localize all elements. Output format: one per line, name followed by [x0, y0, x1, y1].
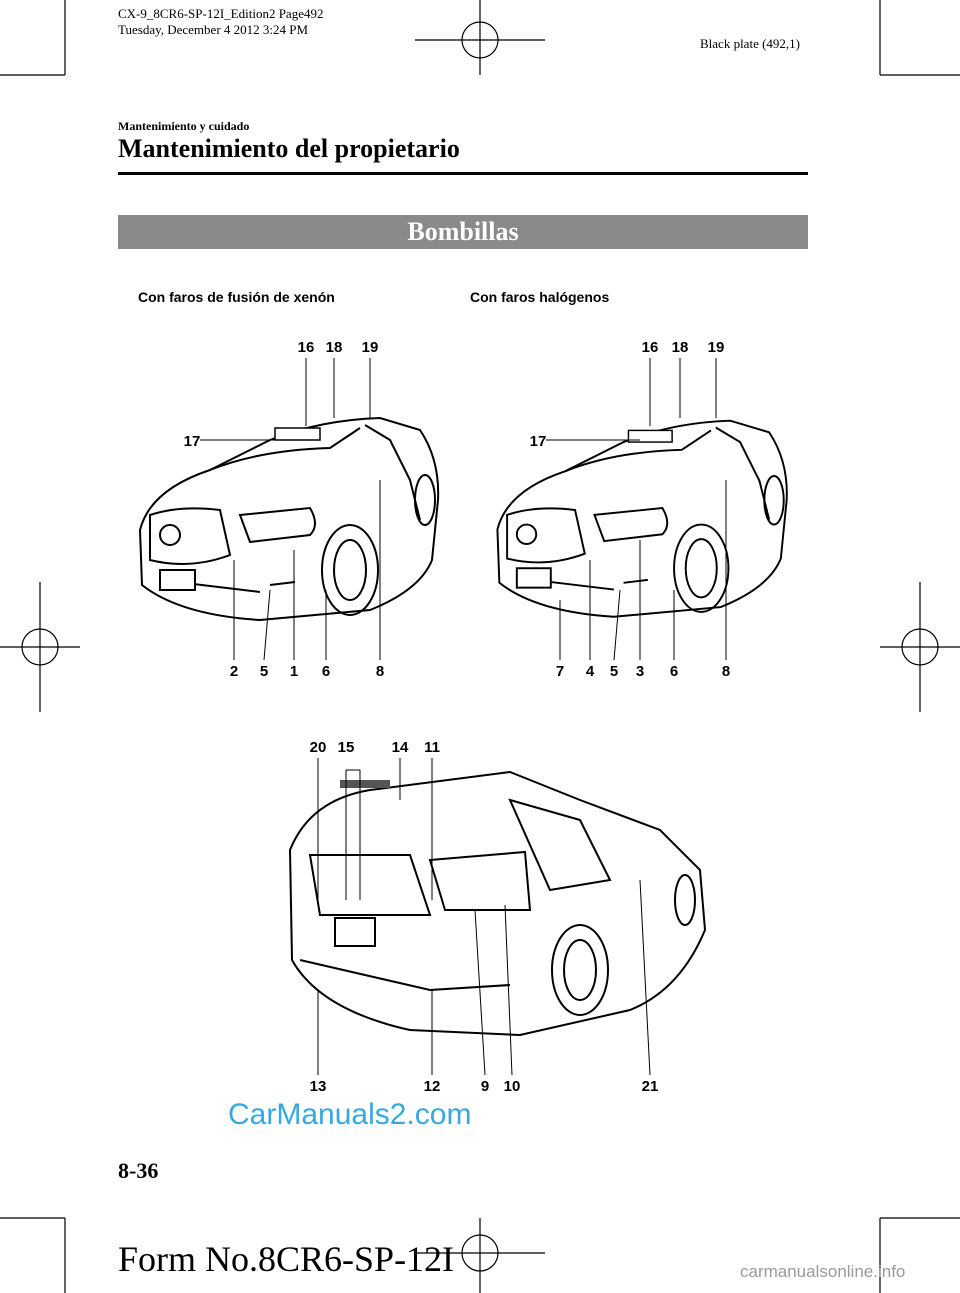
callout-rear-9: 9	[481, 1078, 489, 1095]
callout-rear-20: 20	[310, 739, 327, 756]
callout-rear-14: 14	[392, 739, 409, 756]
callout-halogen-19: 19	[708, 339, 725, 356]
callout-xenon-8: 8	[376, 663, 384, 680]
page-number: 8-36	[118, 1158, 158, 1184]
callout-halogen-7: 7	[556, 663, 564, 680]
callout-rear-11: 11	[424, 739, 440, 756]
callout-xenon-6: 6	[322, 663, 330, 680]
callout-halogen-4: 4	[586, 663, 595, 680]
callout-halogen-6: 6	[670, 663, 678, 680]
callout-halogen-18: 18	[672, 339, 689, 356]
callout-rear-12: 12	[424, 1078, 441, 1095]
callout-xenon-1: 1	[290, 663, 298, 680]
callout-halogen-3: 3	[636, 663, 644, 680]
callout-halogen-5: 5	[610, 663, 618, 680]
form-number: Form No.8CR6-SP-12I	[118, 1238, 454, 1280]
callout-halogen-16: 16	[642, 339, 659, 356]
callout-rear-15: 15	[338, 739, 355, 756]
callout-xenon-17: 17	[184, 433, 201, 450]
callout-rear-13: 13	[310, 1078, 327, 1095]
callout-xenon-18: 18	[326, 339, 343, 356]
callout-halogen-8: 8	[722, 663, 730, 680]
callout-rear-21: 21	[642, 1078, 659, 1095]
watermark-footer: carmanualsonline.info	[740, 1262, 905, 1282]
callout-xenon-5: 5	[260, 663, 268, 680]
callout-halogen-17: 17	[530, 433, 547, 450]
callout-xenon-19: 19	[362, 339, 379, 356]
watermark-carmanuals2: CarManuals2.com	[228, 1098, 471, 1132]
callout-xenon-16: 16	[298, 339, 315, 356]
callout-xenon-2: 2	[230, 663, 238, 680]
callout-rear-10: 10	[504, 1078, 521, 1095]
